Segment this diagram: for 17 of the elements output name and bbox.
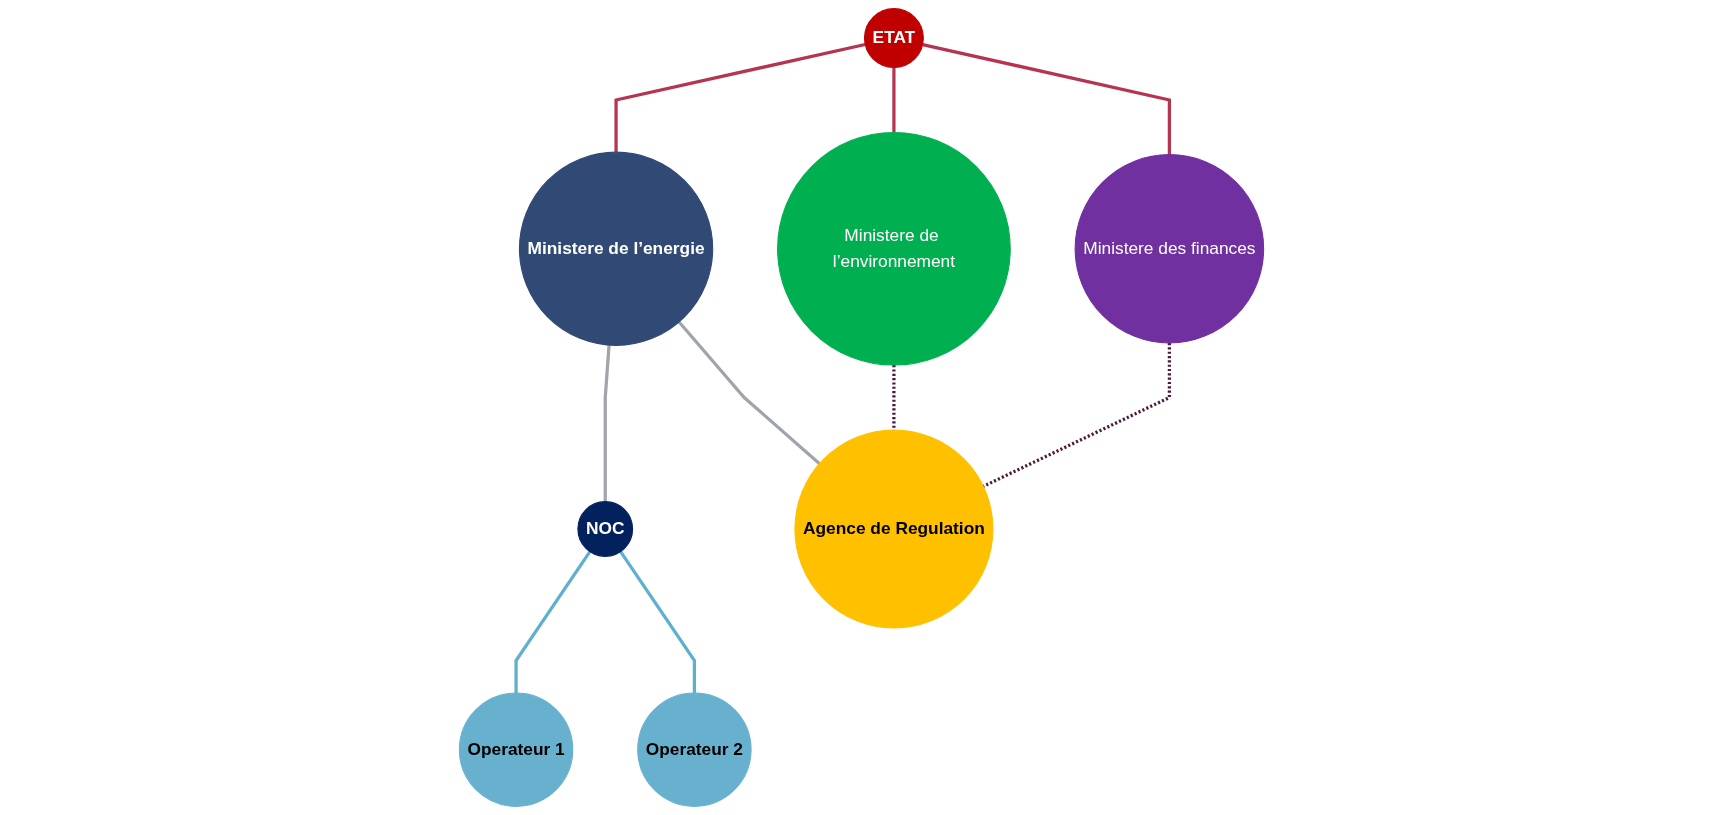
- node-circle: Ministere de l’environnement: [777, 131, 1011, 366]
- node-circle: Operateur 2: [637, 692, 752, 807]
- connector: [922, 42, 1171, 155]
- connector: [614, 42, 866, 153]
- connector: [514, 550, 592, 693]
- node-circle: NOC: [577, 501, 634, 557]
- connector: [892, 67, 896, 133]
- connector: [619, 550, 697, 693]
- node-circle: Ministere de l’energie: [518, 151, 714, 346]
- connector: [603, 345, 611, 502]
- connector: [892, 365, 896, 430]
- connector: [677, 320, 821, 465]
- node-circle: Agence de Regulation: [794, 429, 994, 629]
- node-circle: Operateur 1: [458, 692, 574, 807]
- node-circle: ETAT: [863, 8, 924, 69]
- node-circle: Ministere des finances: [1074, 154, 1265, 344]
- connector: [982, 343, 1171, 488]
